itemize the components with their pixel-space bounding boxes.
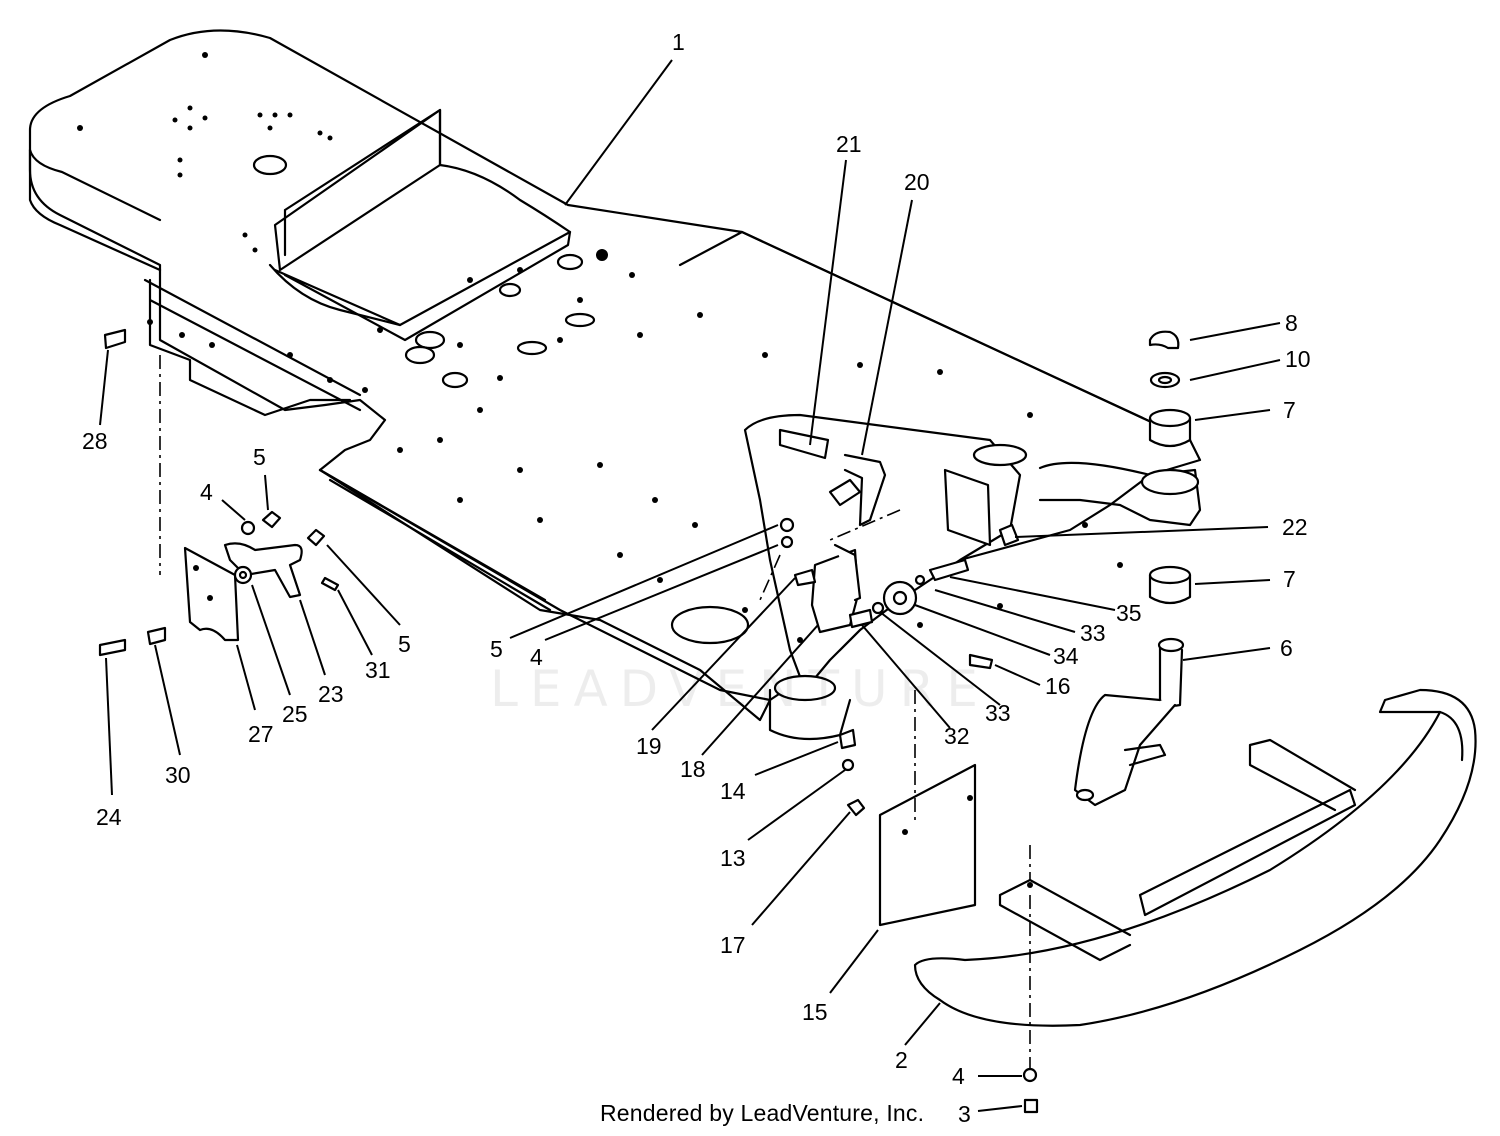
callout-10: 10 [1285,346,1311,372]
callout-1: 1 [672,29,685,55]
callout-21: 21 [836,131,862,157]
callout-8: 8 [1285,310,1298,336]
callout-20: 20 [904,169,930,195]
callout-4-bumper: 4 [952,1063,965,1089]
callout-5-center: 5 [490,636,503,662]
hardware-left [98,328,340,657]
callout-18: 18 [680,756,706,782]
frame-holes [77,52,1123,643]
callout-33-upper: 33 [1080,620,1106,646]
callout-19: 19 [636,733,662,759]
callout-30: 30 [165,762,191,788]
callout-24: 24 [96,804,122,830]
callout-23: 23 [318,681,344,707]
callout-4-left: 4 [200,479,213,505]
callout-31: 31 [365,657,391,683]
callout-28: 28 [82,428,108,454]
callout-13: 13 [720,845,746,871]
callout-34: 34 [1053,643,1079,669]
callout-labels: 1 2 3 4 4 4 5 5 5 6 7 7 8 10 13 14 15 16… [82,29,1311,1127]
frame-slots [404,253,596,389]
hardware-right [1148,330,1192,605]
callout-14: 14 [720,778,746,804]
callout-22: 22 [1282,514,1308,540]
callout-4-center: 4 [530,644,543,670]
callout-16: 16 [1045,673,1071,699]
spindle-drawing [1073,637,1185,807]
callout-7-lower: 7 [1283,566,1296,592]
watermark: LEADVENTURE [490,660,990,718]
callout-7-upper: 7 [1283,397,1296,423]
callout-32: 32 [944,723,970,749]
leader-lines [99,59,1281,1112]
callout-27: 27 [248,721,274,747]
hardware-center [759,428,1020,670]
callout-33-lower: 33 [985,700,1011,726]
bumper-drawing [913,688,1477,1070]
callout-5-left: 5 [253,444,266,470]
callout-17: 17 [720,932,746,958]
callout-35: 35 [1116,600,1142,626]
main-frame-drawing [28,29,1202,741]
callout-2: 2 [895,1047,908,1073]
callout-6: 6 [1280,635,1293,661]
footer-credit: Rendered by LeadVenture, Inc. [600,1100,925,1126]
hardware-lower [838,690,1039,1114]
callout-15: 15 [802,999,828,1025]
callout-25: 25 [282,701,308,727]
callout-3: 3 [958,1101,971,1127]
callout-5-right: 5 [398,631,411,657]
